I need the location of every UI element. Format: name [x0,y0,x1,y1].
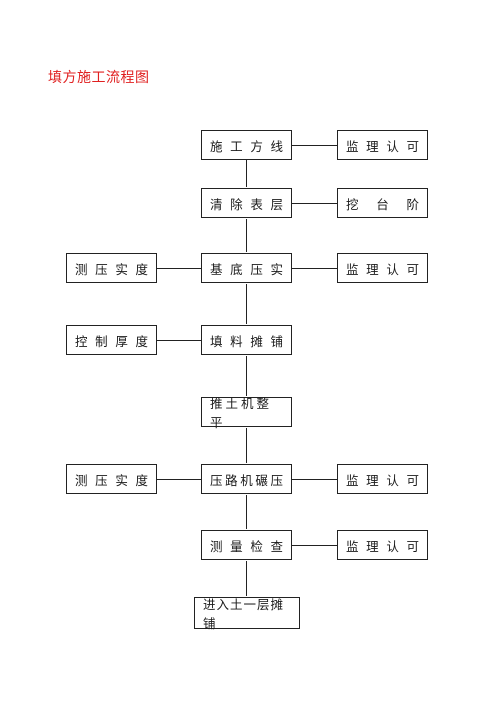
char: 压 [210,472,223,488]
char: 理 [366,538,379,554]
char: 厚 [115,333,128,349]
connector-6-7 [246,495,247,529]
char: 可 [406,261,419,277]
char: 量 [230,538,243,554]
connector-4-5 [246,356,247,396]
step-bulldozer-leveling: 推土机整平 [201,396,292,430]
char: 认 [386,538,399,554]
link-step4-left [157,340,201,341]
char: 控 [75,333,88,349]
step-base-compaction: 基 底 压 实 [201,253,292,283]
link-step3-left [157,268,201,269]
char: 监 [346,138,359,154]
diagram-title: 填方施工流程图 [48,70,150,86]
step-fill-spreading: 填 料 摊 铺 [201,325,292,355]
char: 实 [115,261,128,277]
char: 料 [230,333,243,349]
char: 度 [135,333,148,349]
char: 理 [366,472,379,488]
connector-3-4 [246,284,247,324]
char: 实 [270,261,283,277]
connector-5-6 [246,428,247,463]
link-step6-left [157,479,201,480]
char: 铺 [270,333,283,349]
char: 认 [386,472,399,488]
supervisor-approval-3: 监 理 认 可 [337,464,428,494]
char: 查 [270,538,283,554]
char: 实 [115,472,128,488]
connector-7-8 [246,561,247,596]
char: 理 [366,138,379,154]
char: 方 [250,138,263,154]
char: 测 [210,538,223,554]
char: 压 [270,472,283,488]
char: 可 [406,472,419,488]
char: 碾 [255,472,268,488]
char: 线 [270,138,283,154]
char: 工 [230,138,243,154]
step-label: 推土机整平 [210,396,273,430]
char: 监 [346,261,359,277]
measure-compaction-2: 测 压 实 度 [66,464,157,494]
char: 监 [346,538,359,554]
connector-1-2 [246,160,247,187]
char: 测 [75,472,88,488]
link-step7-right [291,545,337,546]
char: 机 [240,472,253,488]
link-step6-right [291,479,337,480]
char: 度 [135,472,148,488]
step-roller-compaction: 压 路 机 碾 压 [201,464,292,494]
step-next-layer: 进入土一层摊铺 [194,597,300,631]
char: 阶 [406,196,419,212]
char: 台 [376,196,389,212]
char: 制 [95,333,108,349]
char: 理 [366,261,379,277]
char: 压 [95,261,108,277]
link-step3-right [291,268,337,269]
link-step2-right [291,203,337,204]
dig-steps-box: 挖 台 阶 [337,188,428,218]
char: 清 [210,196,223,212]
char: 表 [250,196,263,212]
link-step1-right [291,145,337,146]
char: 施 [210,138,223,154]
step-survey-inspection: 测 量 检 查 [201,530,292,560]
char: 认 [386,138,399,154]
char: 挖 [346,196,359,212]
char: 测 [75,261,88,277]
char: 压 [95,472,108,488]
step-clear-surface: 清 除 表 层 [201,188,292,218]
char: 填 [210,333,223,349]
supervisor-approval-1: 监 理 认 可 [337,130,428,160]
char: 度 [135,261,148,277]
char: 可 [406,138,419,154]
char: 除 [230,196,243,212]
connector-2-3 [246,219,247,252]
step-construction-layout: 施 工 方 线 [201,130,292,160]
char: 可 [406,538,419,554]
char: 检 [250,538,263,554]
measure-compaction-1: 测 压 实 度 [66,253,157,283]
char: 基 [210,261,223,277]
control-thickness: 控 制 厚 度 [66,325,157,355]
supervisor-approval-4: 监 理 认 可 [337,530,428,560]
supervisor-approval-2: 监 理 认 可 [337,253,428,283]
char: 层 [270,196,283,212]
char: 摊 [250,333,263,349]
char: 压 [250,261,263,277]
char: 监 [346,472,359,488]
char: 底 [230,261,243,277]
char: 认 [386,261,399,277]
char: 路 [225,472,238,488]
step-label: 进入土一层摊铺 [203,597,285,631]
